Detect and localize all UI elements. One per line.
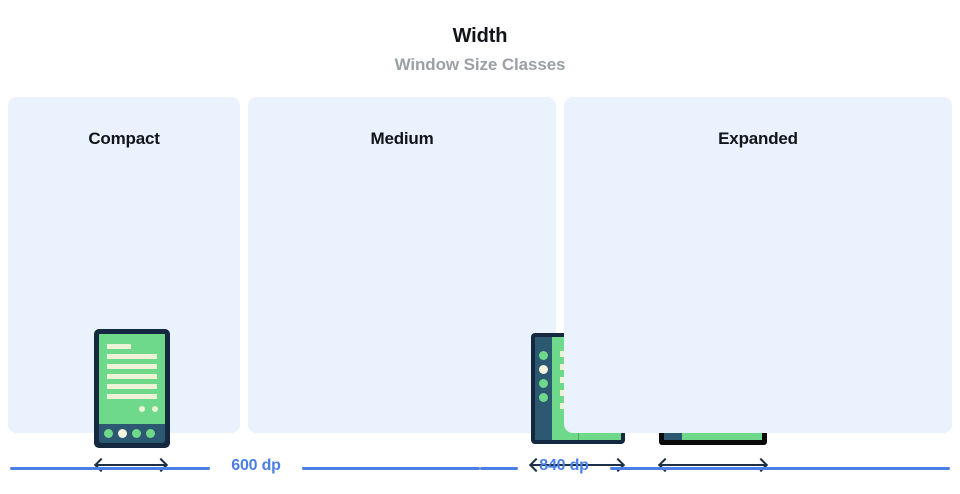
panel-label-medium: Medium [370, 129, 434, 148]
phone-screen [99, 334, 165, 424]
page-title: Width [452, 25, 508, 47]
nav-item [146, 429, 155, 438]
size-class-panels: Compact [0, 97, 960, 473]
breakpoint-600: 600 dp [0, 457, 480, 479]
width-arrow-tablet-portrait [657, 457, 769, 473]
page-subtitle: Window Size Classes [394, 55, 566, 74]
content-bar [107, 364, 157, 369]
rail-item-active [539, 365, 548, 374]
breakpoint-line-left [480, 467, 518, 470]
arrow-shaft [531, 464, 623, 466]
nav-item [104, 429, 113, 438]
arrow-shaft [660, 464, 766, 466]
panel-compact: Compact [8, 97, 240, 473]
nav-item-active [118, 429, 127, 438]
rail-item [539, 393, 548, 402]
foldable-nav-rail [535, 337, 552, 440]
breakpoint-footer: 600 dp 840 dp [0, 433, 960, 494]
width-arrow-foldable-portrait [528, 457, 626, 473]
content-dot [152, 406, 158, 412]
content-bar [107, 374, 157, 379]
device-phone-portrait [94, 329, 170, 448]
header: Width Window Size Classes [0, 0, 960, 90]
panel-label-expanded: Expanded [718, 129, 798, 148]
nav-item [132, 429, 141, 438]
content-bar [107, 344, 131, 349]
breakpoint-840: 840 dp [480, 457, 960, 479]
width-arrow-phone [93, 457, 169, 473]
arrow-shaft [96, 464, 166, 466]
breakpoint-line-right [610, 467, 950, 470]
content-bar [107, 384, 157, 389]
panel-expanded: Expanded [564, 97, 952, 433]
panel-medium: Medium [248, 97, 769, 473]
breakpoint-line-left [10, 467, 210, 470]
phone-bottom-nav [99, 424, 165, 443]
breakpoint-label-840: 840 dp [539, 457, 589, 474]
breakpoint-label-600: 600 dp [231, 457, 281, 474]
breakpoint-line-right [302, 467, 480, 470]
content-bar [107, 354, 157, 359]
panel-label-compact: Compact [88, 129, 160, 148]
rail-item [539, 379, 548, 388]
content-bar [107, 394, 157, 399]
rail-item [539, 351, 548, 360]
content-dot [139, 406, 145, 412]
